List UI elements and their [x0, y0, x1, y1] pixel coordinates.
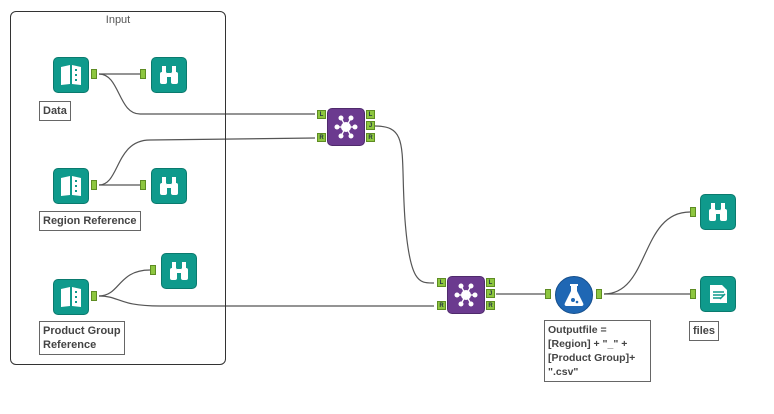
formula-tool[interactable]	[555, 276, 593, 314]
output-anchor[interactable]	[91, 180, 97, 190]
input-region-tool[interactable]	[53, 168, 89, 204]
output-label: files	[689, 321, 720, 341]
output-anchor[interactable]	[91, 291, 97, 301]
book-input-icon	[61, 287, 81, 307]
browse-tool-3[interactable]	[161, 253, 197, 289]
output-file-icon	[710, 285, 727, 303]
formula-label: Outputfile = [Region] + "_" + [Product G…	[544, 320, 651, 382]
browse-tool-2[interactable]	[151, 168, 187, 204]
input-anchor[interactable]	[140, 69, 146, 79]
join1-left-output-anchor[interactable]: L	[366, 110, 375, 119]
wire-data-join1-left[interactable]	[98, 73, 315, 115]
join2-left-anchor[interactable]: L	[437, 278, 446, 287]
wire-product-join2-right[interactable]	[98, 295, 434, 307]
input-anchor[interactable]	[690, 207, 696, 217]
wire-region-join1-right[interactable]	[98, 137, 316, 186]
input-product-label: Product Group Reference	[39, 321, 125, 355]
binoculars-icon	[160, 66, 178, 84]
output-input-anchor[interactable]	[690, 289, 696, 299]
join1-left-anchor[interactable]: L	[317, 110, 326, 119]
join1-join-output-anchor[interactable]: J	[366, 121, 375, 130]
book-input-icon	[61, 176, 81, 196]
output-tool[interactable]	[700, 276, 736, 312]
join1-right-anchor[interactable]: R	[317, 133, 326, 142]
browse-tool-1[interactable]	[151, 57, 187, 93]
flask-icon	[564, 284, 584, 306]
input-container[interactable]: Input	[10, 11, 226, 365]
input-data-tool[interactable]	[53, 57, 89, 93]
output-anchor[interactable]	[91, 69, 97, 79]
input-product-tool[interactable]	[53, 279, 89, 315]
join-tool-2[interactable]	[447, 276, 485, 314]
binoculars-icon	[709, 203, 727, 221]
wire-product-browse[interactable]	[98, 269, 151, 297]
formula-input-anchor[interactable]	[545, 289, 551, 299]
input-region-label: Region Reference	[39, 211, 141, 231]
join-icon	[454, 283, 478, 307]
join1-right-output-anchor[interactable]: R	[366, 133, 375, 142]
wire-join1-join2-left[interactable]	[374, 125, 435, 284]
binoculars-icon	[160, 177, 178, 195]
browse-tool-4[interactable]	[700, 194, 736, 230]
formula-output-anchor[interactable]	[596, 289, 602, 299]
join2-left-output-anchor[interactable]: L	[486, 278, 495, 287]
book-input-icon	[61, 65, 81, 85]
wire-formula-browse[interactable]	[603, 211, 691, 295]
join2-right-anchor[interactable]: R	[437, 301, 446, 310]
input-anchor[interactable]	[150, 265, 156, 275]
join2-join-output-anchor[interactable]: J	[486, 289, 495, 298]
join2-right-output-anchor[interactable]: R	[486, 301, 495, 310]
join-tool-1[interactable]	[327, 108, 365, 146]
join-icon	[334, 115, 358, 139]
container-title: Input	[105, 14, 131, 26]
input-data-label: Data	[39, 101, 71, 121]
binoculars-icon	[170, 262, 188, 280]
input-anchor[interactable]	[140, 180, 146, 190]
